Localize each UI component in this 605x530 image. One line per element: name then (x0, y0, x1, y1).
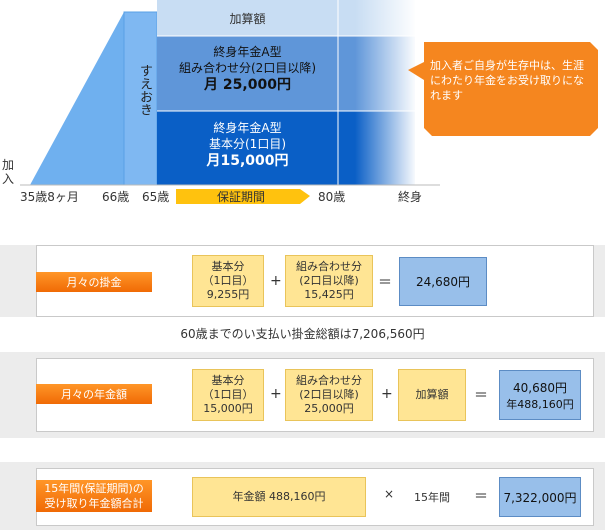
pension-diagram: 加入 すえおき 加算額 終身年金A型 組み合わせ分(2口目以降) 月 25,00… (0, 0, 605, 215)
enrollment-label: 加入 (2, 158, 15, 186)
diagram-shapes (20, 0, 598, 204)
contribution-tag-label: 月々の掛金 (66, 276, 122, 289)
plus-sign-2: + (381, 386, 393, 402)
equals-sign: ＝ (378, 275, 392, 291)
pension-result-annual: 年488,160円 (506, 397, 574, 411)
pension-result-monthly: 40,680円 (513, 380, 567, 395)
pension-tag: 月々の年金額 (36, 384, 152, 404)
base-text: 終身年金A型 基本分(1口目) 月15,000円 (157, 120, 338, 171)
contribution-combo-line1: 組み合わせ分 (296, 260, 362, 273)
equals-sign: ＝ (474, 388, 488, 404)
annual-amount-box: 年金額 488,160円 (192, 477, 366, 517)
age-65-label: 65歳 (142, 190, 170, 204)
pension-base-amount: 15,000円 (203, 402, 253, 415)
pension-combo-box: 組み合わせ分 (2口目以降) 25,000円 (285, 369, 373, 421)
total-tag: 15年間(保証期間)の 受け取り年金額合計 (36, 480, 152, 512)
contribution-base-line1: 基本分 (211, 260, 245, 273)
guarantee-arrow (176, 189, 310, 204)
age-66-label: 66歳 (102, 190, 130, 204)
base-amount: 月15,000円 (206, 153, 289, 169)
accumulation-triangle (30, 12, 124, 185)
total-tag-line1: 15年間(保証期間)の (44, 482, 144, 495)
pension-combo-amount: 25,000円 (304, 402, 354, 415)
kasan-label: 加算額 (229, 11, 266, 26)
combo-text: 終身年金A型 組み合わせ分(2口目以降) 月 25,000円 (157, 44, 338, 95)
pension-tag-label: 月々の年金額 (61, 388, 127, 401)
years-label: 15年間 (414, 491, 450, 504)
contribution-tag: 月々の掛金 (36, 272, 152, 292)
contribution-base-line2: （1口目） (202, 274, 254, 287)
pension-base-line1: 基本分 (211, 374, 245, 387)
lifetime-fade (355, 0, 417, 186)
total-contribution-note: 60歳までのい支払い掛金総額は7,206,560円 (180, 327, 425, 341)
total-tag-line2: 受け取り年金額合計 (44, 497, 144, 510)
total-result: 7,322,000円 (499, 477, 581, 517)
deferment-label: すえおき (137, 64, 152, 116)
contribution-combo-box: 組み合わせ分 (2口目以降) 15,425円 (285, 255, 373, 307)
pension-base-line2: （1口目） (202, 388, 254, 401)
combo-line1: 終身年金A型 (213, 45, 282, 59)
base-line2: 基本分(1口目) (209, 137, 286, 151)
guarantee-period-label: 保証期間 (216, 190, 265, 204)
lifetime-label: 終身 (398, 190, 423, 204)
pension-combo-line1: 組み合わせ分 (296, 374, 362, 387)
pension-base-box: 基本分 （1口目） 15,000円 (192, 369, 264, 421)
pension-result: 40,680円 年488,160円 (499, 370, 581, 420)
contribution-base-box: 基本分 （1口目） 9,255円 (192, 255, 264, 307)
combo-line2: 組み合わせ分(2口目以降) (179, 61, 316, 75)
callout-text: 加入者ご自身が生存中は、生涯にわたり年金をお受け取りになれます (430, 59, 584, 102)
age-80-label: 80歳 (318, 190, 346, 204)
times-sign: × (384, 487, 395, 501)
pension-kasan-box: 加算額 (398, 369, 466, 421)
combo-amount: 月 25,000円 (204, 77, 291, 93)
contribution-result: 24,680円 (399, 257, 487, 306)
contribution-combo-amount: 15,425円 (304, 288, 354, 301)
pension-combo-line2: (2口目以降) (299, 388, 359, 401)
contribution-combo-line2: (2口目以降) (299, 274, 359, 287)
plus-sign: + (270, 386, 282, 402)
base-line1: 終身年金A型 (213, 121, 282, 135)
equals-sign: ＝ (474, 489, 488, 505)
plus-sign: + (270, 273, 282, 289)
callout-shape (408, 42, 598, 136)
age-start-label: 35歳8ヶ月 (20, 190, 79, 204)
contribution-base-amount: 9,255円 (206, 288, 250, 301)
